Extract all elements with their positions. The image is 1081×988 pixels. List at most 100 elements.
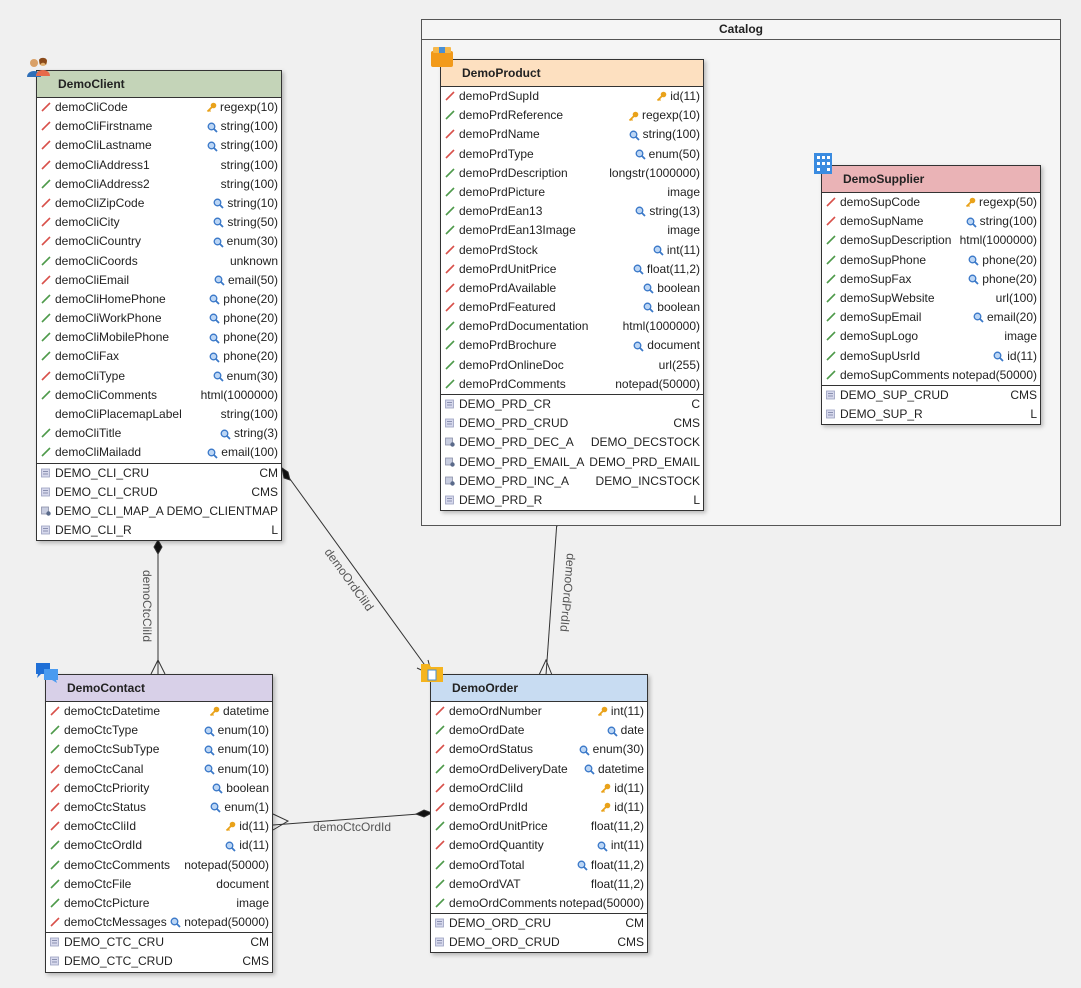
field-type: string(100) <box>220 119 278 134</box>
field-type: phone(20) <box>223 291 278 306</box>
access-name: DEMO_CTC_CRU <box>64 935 165 950</box>
field-type-cell: phone(20) <box>209 309 278 328</box>
pencil-icon <box>41 275 51 285</box>
access-value: L <box>693 492 700 507</box>
field-type: phone(20) <box>223 330 278 345</box>
access-value: CMS <box>673 416 700 431</box>
field-type: id(11) <box>614 780 644 795</box>
field-name: demoCliEmail <box>55 272 130 287</box>
field-name: demoCliHomePhone <box>55 291 166 306</box>
field-row[interactable]: demoCliHomePhone phone(20) <box>37 290 281 309</box>
